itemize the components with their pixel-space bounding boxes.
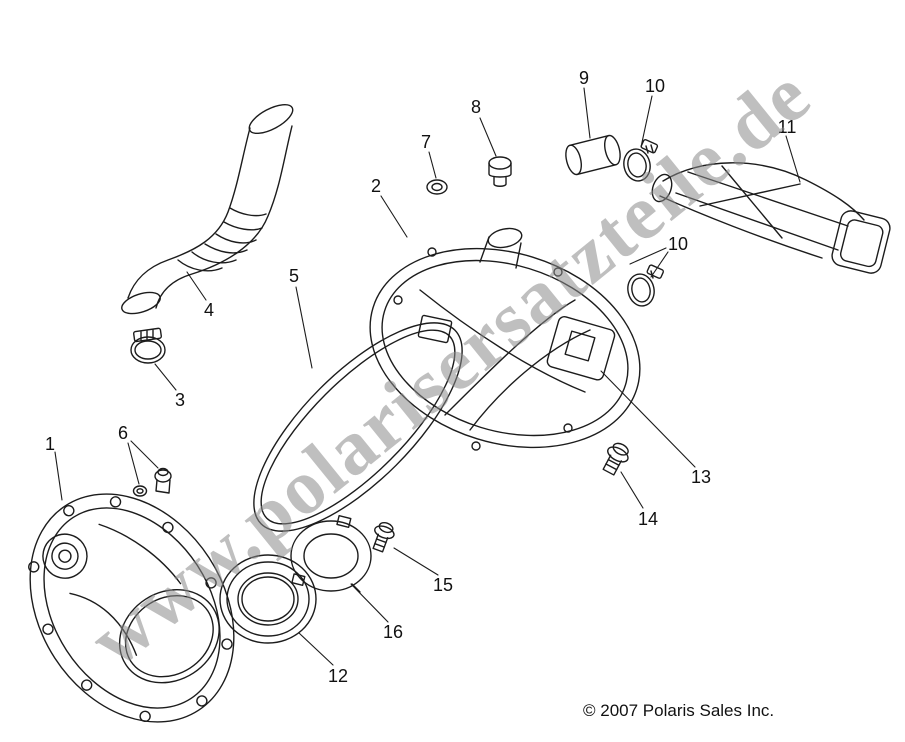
- callout-14: 14: [638, 509, 658, 529]
- callout-13: 13: [691, 467, 711, 487]
- clamp-lower-part: [627, 264, 664, 307]
- callout-1: 1: [45, 434, 55, 454]
- seal-ring-part: [219, 554, 317, 644]
- leader-lines: [54, 87, 801, 666]
- drive-belt-part: [253, 322, 463, 532]
- intake-pipe-part: [121, 103, 294, 315]
- callout-3: 3: [175, 390, 185, 410]
- callout-10-upper: 10: [645, 76, 665, 96]
- washer-part: [426, 179, 448, 195]
- callout-15: 15: [433, 575, 453, 595]
- outer-clutch-cover-part: [28, 493, 235, 723]
- callout-4: 4: [204, 300, 214, 320]
- retainer-ring-part: [290, 514, 372, 593]
- callout-9: 9: [579, 68, 589, 88]
- callout-16: 16: [383, 622, 403, 642]
- callout-12: 12: [328, 666, 348, 686]
- hose-clamp-part: [130, 327, 166, 364]
- screws-part: [132, 467, 172, 497]
- callout-2: 2: [371, 176, 381, 196]
- callout-10-lower: 10: [668, 234, 688, 254]
- air-intake-duct-part: [651, 162, 891, 274]
- callout-5: 5: [289, 266, 299, 286]
- hose-part: [565, 134, 621, 176]
- callout-7: 7: [421, 132, 431, 152]
- clutch-housing-part: [369, 227, 641, 451]
- clamp-upper-part: [623, 139, 659, 182]
- callout-8: 8: [471, 97, 481, 117]
- copyright-text: © 2007 Polaris Sales Inc.: [583, 701, 775, 720]
- callout-11: 11: [778, 117, 797, 137]
- bolt-15-part: [372, 521, 395, 553]
- callout-6: 6: [118, 423, 128, 443]
- plug-part: [488, 156, 512, 187]
- bolt-14-part: [602, 442, 629, 476]
